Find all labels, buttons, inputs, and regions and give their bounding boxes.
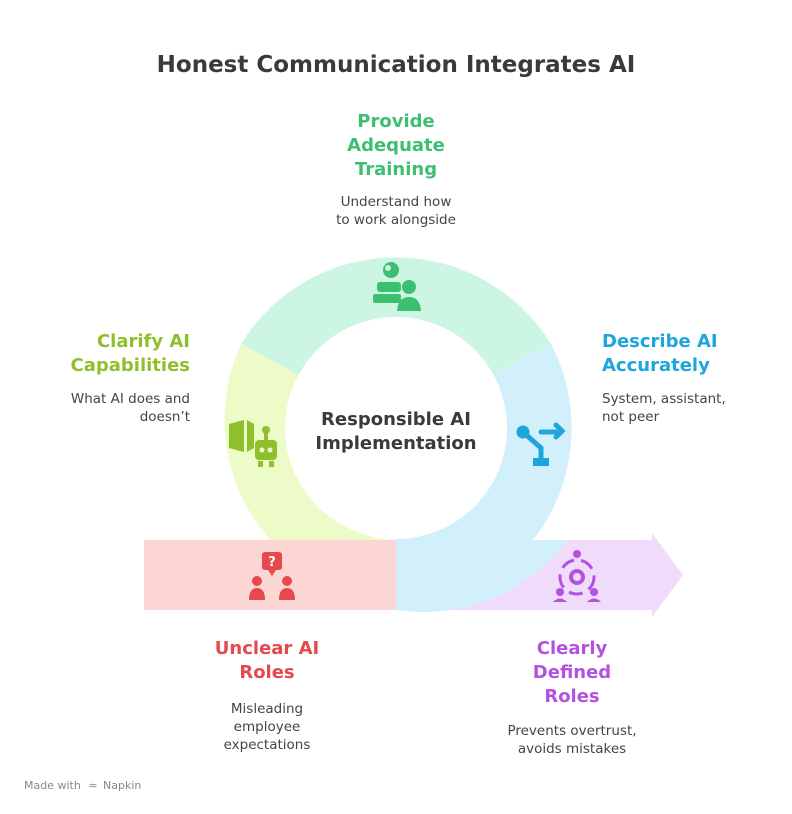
training-heading-line: Provide [357,111,435,132]
unclear-desc-line: employee [233,719,301,735]
accurately-heading-line: Describe AI [602,331,718,352]
made-with-footer: Made with ≈ Napkin [24,779,141,792]
capabilities-heading: Clarify AI Capabilities [20,330,190,378]
bar-unclear-roles [144,540,396,610]
training-heading-line: Training [354,159,438,180]
accurately-desc-line: not peer [602,409,660,425]
defined-heading-line: Defined [532,662,612,683]
training-desc-line: Understand how [340,194,452,210]
capabilities-heading-line: Capabilities [70,355,190,376]
center-label-line2: Implementation [315,433,477,454]
unclear-heading-line: Roles [239,662,295,683]
question-people-icon: ? [249,552,295,600]
accurately-description: System, assistant, not peer [602,390,782,426]
capabilities-desc-line: What AI does and [70,391,190,407]
people-training-icon [373,262,421,311]
unclear-desc-line: expectations [223,737,311,753]
robotic-arm-icon [516,422,566,466]
training-desc-line: to work alongside [336,212,456,228]
defined-desc-line: Prevents overtrust, [507,723,637,739]
unclear-desc-line: Misleading [230,701,304,717]
training-heading: Provide Adequate Training [296,110,496,182]
unclear-description: Misleading employee expectations [167,700,367,754]
segment-capabilities [224,344,396,540]
defined-desc-line: avoids mistakes [517,741,627,757]
capabilities-heading-line: Clarify AI [96,331,190,352]
gear-team-icon [553,550,601,602]
napkin-brand: Napkin [103,779,142,792]
defined-heading-line: Roles [544,686,600,707]
center-label-line1: Responsible AI [321,409,471,430]
unclear-heading: Unclear AI Roles [167,637,367,685]
capabilities-description: What AI does and doesn’t [20,390,190,426]
defined-heading-line: Clearly [536,638,608,659]
capabilities-desc-line: doesn’t [139,409,190,425]
napkin-logo-icon: ≈ [88,779,98,792]
accurately-heading: Describe AI Accurately [602,330,782,378]
made-with-label: Made with [24,779,81,792]
accurately-heading-line: Accurately [602,355,710,376]
center-disk [285,317,507,539]
accurately-desc-line: System, assistant, [602,391,726,407]
segment-accurately-lower [396,540,568,613]
center-label: Responsible AI Implementation [290,408,502,456]
diagram-title: Honest Communication Integrates AI [156,52,636,78]
defined-description: Prevents overtrust, avoids mistakes [472,722,672,758]
robot-book-icon [229,420,277,467]
training-description: Understand how to work alongside [296,193,496,229]
training-heading-line: Adequate [347,135,445,156]
svg-text:?: ? [268,555,276,570]
unclear-heading-line: Unclear AI [214,638,320,659]
defined-heading: Clearly Defined Roles [472,637,672,709]
